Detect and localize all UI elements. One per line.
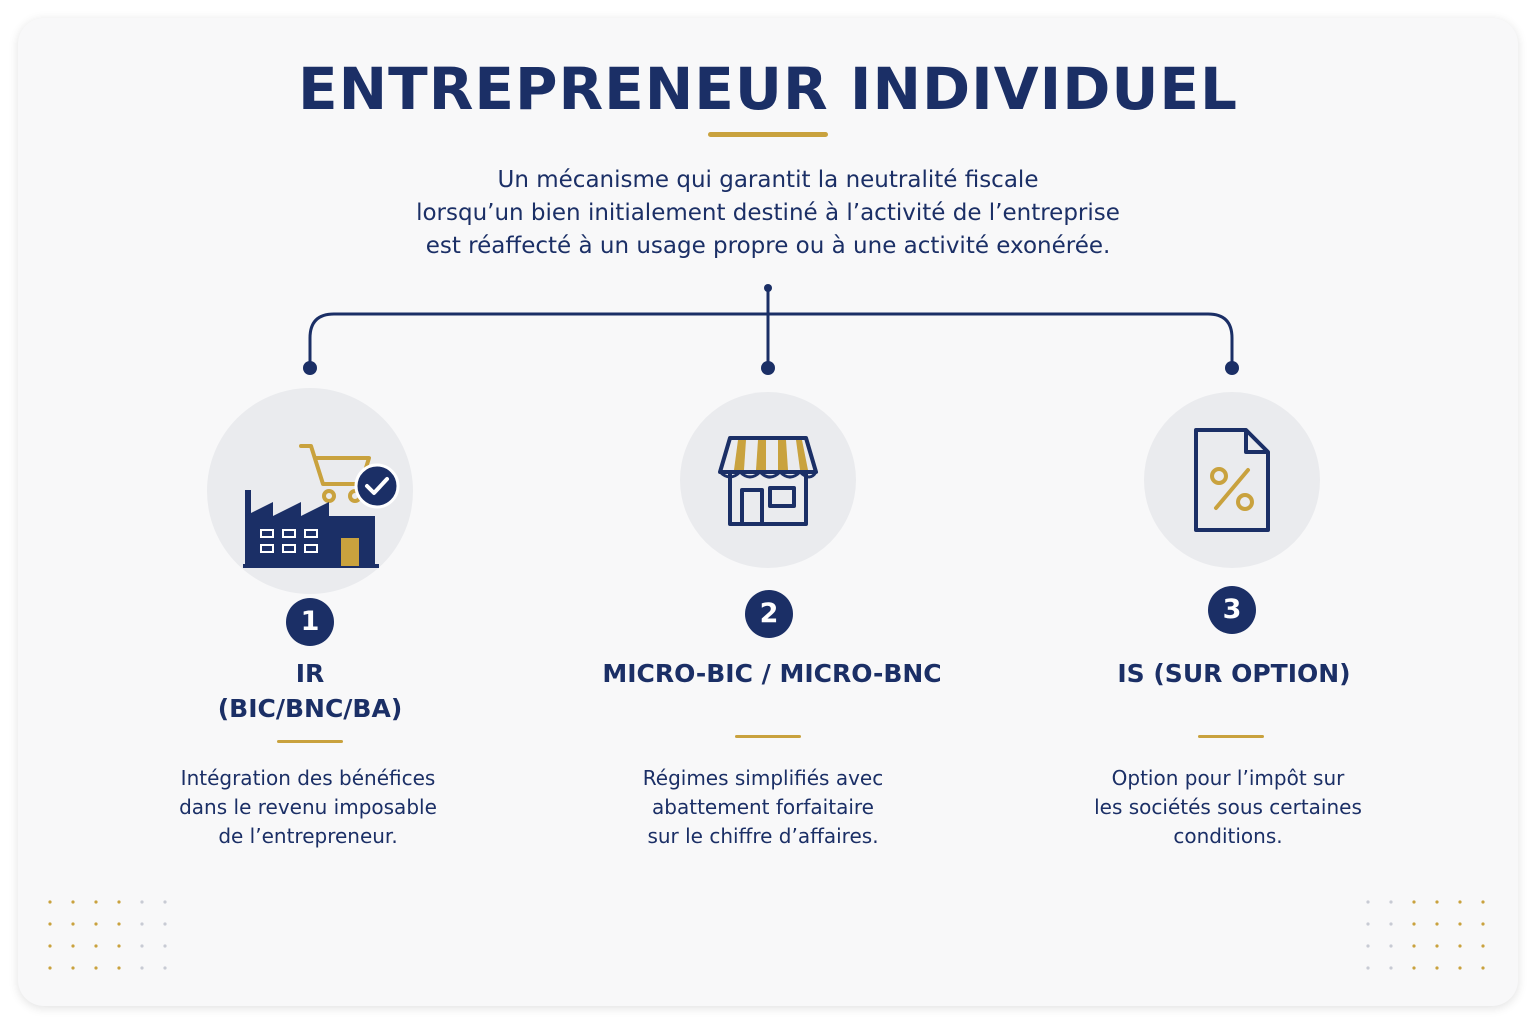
decorative-dot	[1412, 944, 1416, 948]
decorative-dot	[48, 900, 52, 904]
column-underline-3	[1198, 735, 1264, 738]
decorative-dot	[140, 966, 144, 970]
decorative-dot	[140, 900, 144, 904]
decorative-dot	[71, 966, 75, 970]
branch-connector	[303, 284, 1239, 375]
column-description-1: Intégration des bénéfices dans le revenu…	[118, 764, 498, 851]
decorative-dot	[140, 922, 144, 926]
description-line: Option pour l’impôt sur	[1111, 766, 1345, 790]
description-line: de l’entrepreneur.	[218, 824, 398, 848]
decorative-dot	[48, 922, 52, 926]
decorative-dot	[1366, 944, 1370, 948]
decorative-dot	[163, 922, 167, 926]
decorative-dot	[48, 966, 52, 970]
column-title-line: (BIC/BNC/BA)	[217, 694, 403, 723]
decorative-dot	[1412, 900, 1416, 904]
intro-line: lorsqu’un bien initialement destiné à l’…	[416, 200, 1120, 226]
description-line: abattement forfaitaire	[652, 795, 874, 819]
decorative-dot	[71, 900, 75, 904]
decorative-dot	[1458, 966, 1462, 970]
decorative-dot	[1435, 900, 1439, 904]
icon-circle-3	[1144, 392, 1320, 568]
description-line: les sociétés sous certaines	[1094, 795, 1362, 819]
decorative-dot	[94, 900, 98, 904]
decorative-dot	[1389, 944, 1393, 948]
decorative-dot	[94, 944, 98, 948]
decorative-dot	[1481, 966, 1485, 970]
percent-document-icon	[1194, 428, 1270, 532]
description-line: conditions.	[1173, 824, 1283, 848]
infographic-card: ENTREPRENEUR INDIVIDUEL Un mécanisme qui…	[18, 18, 1518, 1006]
decorative-dot	[117, 900, 121, 904]
decorative-dot	[1458, 900, 1462, 904]
step-number-2: 2	[745, 590, 793, 638]
icon-circle-1	[207, 388, 413, 594]
decorative-dot	[1481, 922, 1485, 926]
decorative-dot	[1366, 900, 1370, 904]
decorative-dot	[117, 966, 121, 970]
column-underline-2	[735, 735, 801, 738]
column-title-line: IS (SUR OPTION)	[1117, 659, 1351, 688]
factory-cart-check-icon	[243, 444, 400, 568]
page-title: ENTREPRENEUR INDIVIDUEL	[297, 55, 1239, 123]
description-line: sur le chiffre d’affaires.	[647, 824, 879, 848]
decorative-dot	[1435, 966, 1439, 970]
decorative-dot-grid-right	[1366, 900, 1485, 970]
intro-line: Un mécanisme qui garantit la neutralité …	[497, 167, 1039, 193]
step-number-1: 1	[286, 598, 334, 646]
description-line: Intégration des bénéfices	[180, 766, 436, 790]
decorative-dot	[117, 922, 121, 926]
decorative-dot	[48, 944, 52, 948]
title-underline	[708, 132, 828, 137]
decorative-dot	[94, 922, 98, 926]
decorative-dot	[1412, 922, 1416, 926]
decorative-dot	[1389, 966, 1393, 970]
decorative-dot	[163, 966, 167, 970]
icon-circle-2	[680, 392, 856, 568]
column-title-3: IS (SUR OPTION)	[1024, 656, 1444, 691]
decorative-dot	[1389, 922, 1393, 926]
column-title-line: IR	[295, 659, 325, 688]
decorative-dot	[163, 900, 167, 904]
column-title-line: MICRO-BIC / MICRO-BNC	[602, 659, 942, 688]
column-title-1: IR (BIC/BNC/BA)	[100, 656, 520, 726]
description-line: dans le revenu imposable	[179, 795, 437, 819]
decorative-dot	[1458, 944, 1462, 948]
decorative-dot	[140, 944, 144, 948]
decorative-dot	[94, 966, 98, 970]
decorative-dot	[1412, 966, 1416, 970]
intro-line: est réaffecté à un usage propre ou à une…	[425, 233, 1111, 259]
decorative-dot-grid-left	[48, 900, 167, 970]
decorative-dot	[163, 944, 167, 948]
description-line: Régimes simplifiés avec	[642, 766, 884, 790]
decorative-dot	[1435, 944, 1439, 948]
decorative-dot	[71, 922, 75, 926]
decorative-dot	[117, 944, 121, 948]
storefront-icon	[718, 436, 818, 526]
column-title-2: MICRO-BIC / MICRO-BNC	[562, 656, 982, 691]
decorative-dot	[1481, 900, 1485, 904]
step-number-3: 3	[1208, 586, 1256, 634]
column-underline-1	[277, 740, 343, 743]
decorative-dot	[1366, 922, 1370, 926]
decorative-dot	[1481, 944, 1485, 948]
decorative-dot	[1389, 900, 1393, 904]
decorative-dot	[1366, 966, 1370, 970]
column-description-3: Option pour l’impôt sur les sociétés sou…	[1038, 764, 1418, 851]
decorative-dot	[1458, 922, 1462, 926]
column-description-2: Régimes simplifiés avec abattement forfa…	[573, 764, 953, 851]
intro-text: Un mécanisme qui garantit la neutralité …	[318, 164, 1218, 263]
decorative-dot	[1435, 922, 1439, 926]
decorative-dot	[71, 944, 75, 948]
